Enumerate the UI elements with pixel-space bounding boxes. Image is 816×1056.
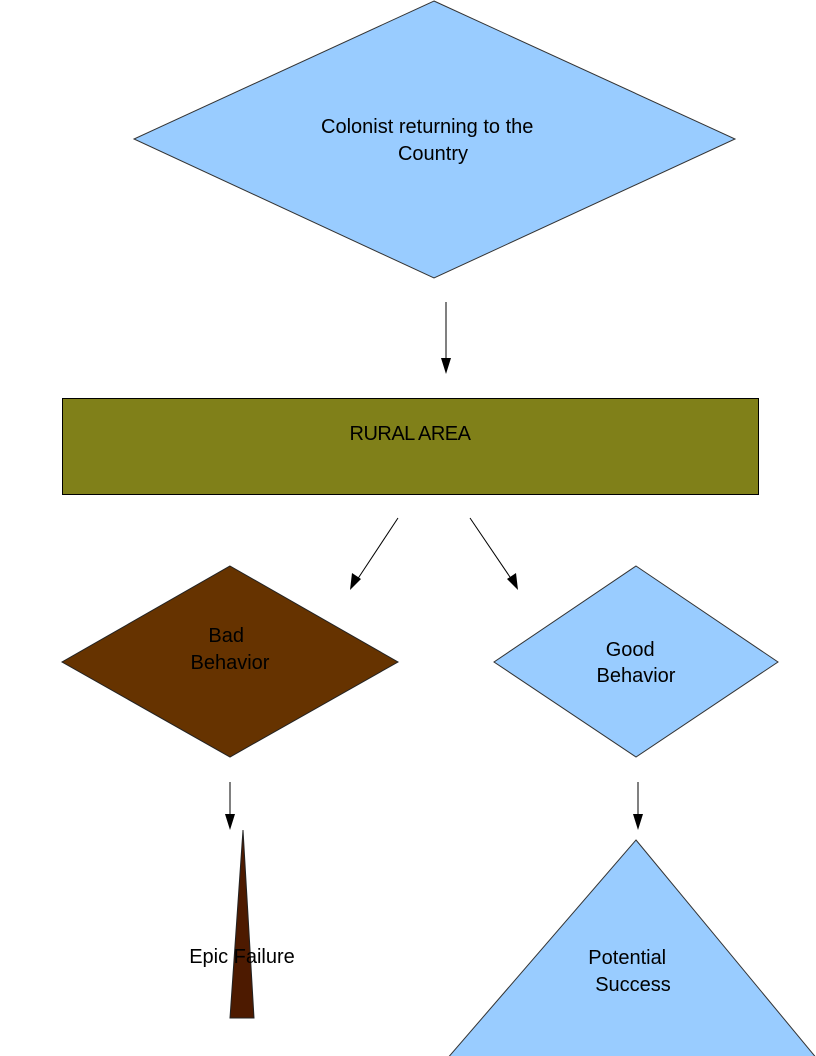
- edge-bad-to-failure: [225, 782, 235, 830]
- potential-success-label: Potential Success: [588, 947, 671, 996]
- edge-line: [469, 517, 513, 581]
- edge-rural-to-good: [469, 517, 518, 590]
- node-colonist[interactable]: Colonist returning to the Country: [132, 0, 737, 279]
- epic-failure-label: Epic Failure: [189, 946, 295, 968]
- colonist-diamond-shape: [132, 0, 737, 279]
- arrowhead-icon: [507, 573, 518, 590]
- arrowhead-icon: [633, 814, 643, 830]
- good-behavior-label-line-2: Behavior: [597, 665, 676, 687]
- rural-area-rect-shape: [62, 398, 759, 495]
- edge-colonist-to-rural: [441, 302, 451, 374]
- bad-behavior-label: Bad Behavior: [191, 625, 270, 674]
- node-epic-failure[interactable]: Epic Failure: [189, 829, 295, 1019]
- colonist-label-line-2: Country: [398, 143, 468, 165]
- bad-behavior-label-line-1: Bad: [208, 625, 244, 647]
- arrowhead-icon: [225, 814, 235, 830]
- node-bad-behavior[interactable]: Bad Behavior: [60, 565, 400, 758]
- potential-success-label-line-2: Success: [595, 974, 671, 996]
- potential-success-triangle-shape: [448, 839, 816, 1056]
- arrowhead-icon: [350, 573, 361, 590]
- potential-success-label-line-1: Potential: [588, 947, 666, 969]
- node-rural-area[interactable]: RURAL AREA: [62, 398, 759, 495]
- colonist-label: Colonist returning to the Country: [321, 116, 539, 165]
- good-behavior-label: Good Behavior: [597, 639, 676, 687]
- bad-behavior-diamond-shape: [60, 565, 400, 758]
- edge-good-to-success: [633, 782, 643, 830]
- node-potential-success[interactable]: Potential Success: [446, 839, 816, 1056]
- good-behavior-diamond-shape: [493, 565, 779, 758]
- rural-area-label: RURAL AREA: [350, 423, 472, 445]
- good-behavior-label-line-1: Good: [606, 639, 655, 661]
- node-good-behavior[interactable]: Good Behavior: [493, 565, 779, 758]
- bad-behavior-label-line-2: Behavior: [191, 652, 270, 674]
- arrowhead-icon: [441, 358, 451, 374]
- edge-rural-to-bad: [350, 517, 399, 590]
- epic-failure-spike-shape: [229, 829, 255, 1019]
- colonist-label-line-1: Colonist returning to the: [321, 116, 533, 138]
- edge-line: [356, 517, 399, 581]
